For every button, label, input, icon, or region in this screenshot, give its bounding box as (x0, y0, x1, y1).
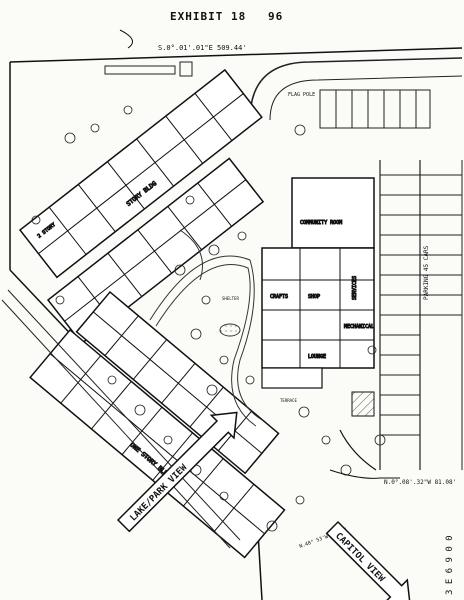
north-wing: STORY BLDG 2 STORY (18, 68, 263, 279)
courtyard-walks (149, 229, 263, 427)
southwest-sidewalk (1, 289, 241, 549)
terrace-label: TERRACE (280, 398, 297, 403)
parking-note: PARKING 45 CARS (423, 245, 430, 300)
crafts-label: CRAFTS (270, 294, 288, 300)
mechanical-label: MECHANICAL (344, 324, 374, 330)
capitol-view-arrow: CAPITOL VIEW (325, 520, 411, 600)
flag-pole-label: FLAG POLE (288, 92, 315, 98)
margin-note: 3 E 6 9 0 0 (445, 535, 455, 595)
community-building: COMMUNITY ROOM CRAFTS SHOP MECHANICAL LO… (261, 177, 375, 389)
page-number: 96 (268, 10, 284, 23)
southeast-plaza (329, 391, 400, 479)
shop-label: SHOP (308, 294, 320, 300)
top-fence-detail (104, 61, 193, 77)
parking-lot (249, 57, 463, 470)
capitol-view-label: CAPITOL VIEW (333, 531, 386, 584)
shelter-label: SHELTER (222, 296, 239, 301)
north-wing-2 (46, 157, 265, 345)
services-label: SERVICES (352, 276, 358, 300)
trees (31, 105, 386, 532)
bearing-north: S.0°.01'.01"E 509.44' (158, 44, 247, 52)
lounge-label: LOUNGE (308, 354, 326, 360)
bearing-south: N.0°.08'.32"W 81.08' (384, 479, 456, 486)
exhibit-label: EXHIBIT 18 (170, 10, 247, 23)
community-room-label: COMMUNITY ROOM (300, 220, 342, 226)
